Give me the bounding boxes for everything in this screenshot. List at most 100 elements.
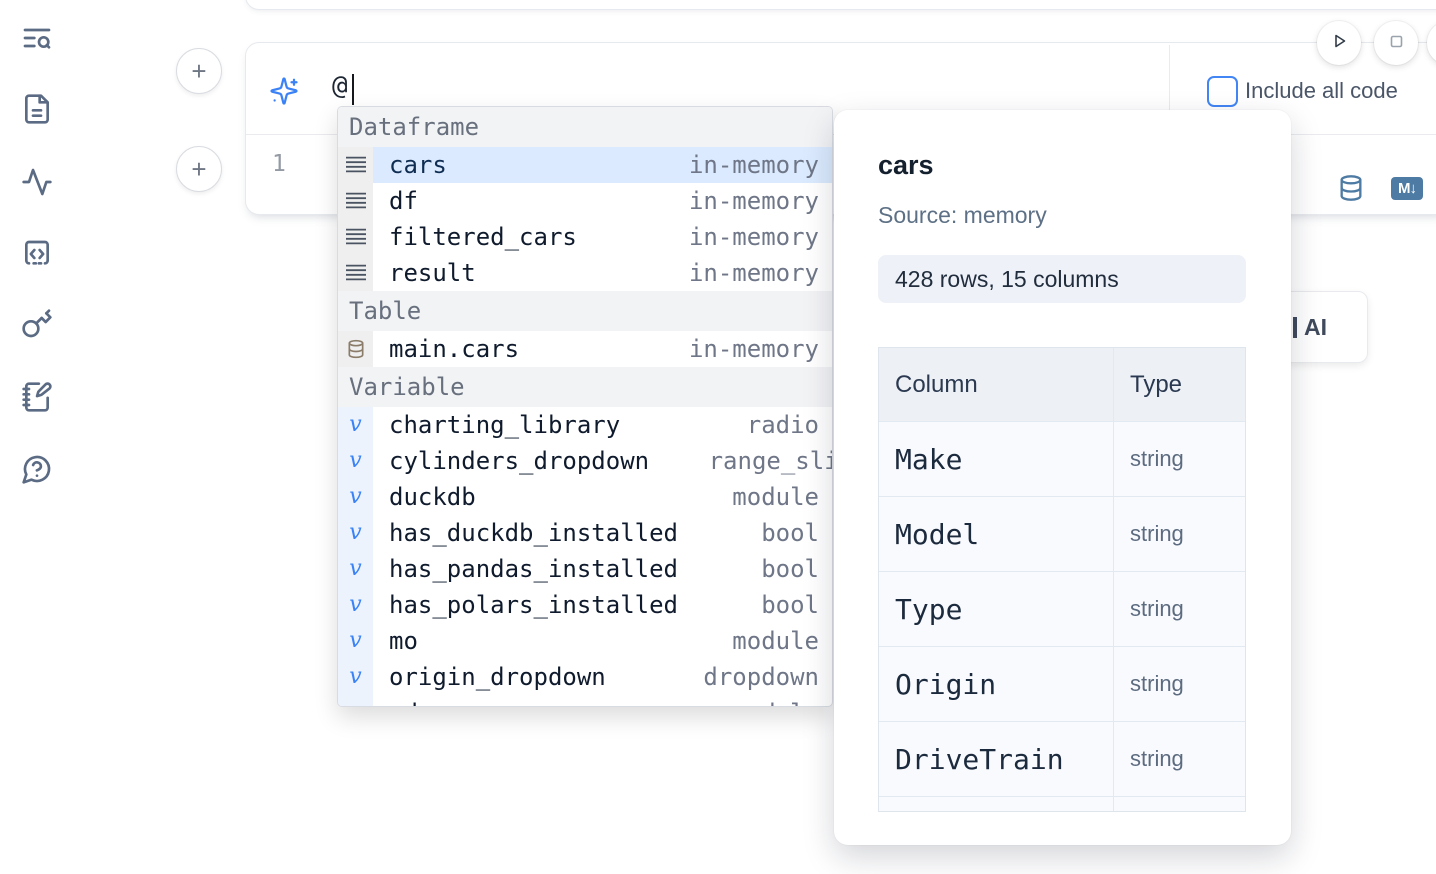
line-number: 1 xyxy=(272,151,286,177)
section-header-table: Table xyxy=(338,291,832,331)
autocomplete-item-pd[interactable]: v pdmodule xyxy=(338,695,832,706)
preview-shape-badge: 428 rows, 15 columns xyxy=(878,255,1246,303)
help-chat-icon xyxy=(21,453,53,490)
sidebar xyxy=(0,0,72,874)
type-header: Type xyxy=(1113,348,1245,421)
run-cell-button[interactable] xyxy=(1317,21,1361,65)
clipped-letter-fragment xyxy=(1293,317,1297,338)
preview-source: Source: memory xyxy=(878,202,1047,228)
sidebar-item-activity[interactable] xyxy=(18,165,56,203)
item-type: bool xyxy=(761,555,819,583)
autocomplete-item-result[interactable]: result in-memory xyxy=(338,255,832,291)
autocomplete-dropdown: Dataframe cars in-memory df in-memory filt… xyxy=(337,106,833,707)
item-name: charting_library xyxy=(389,411,621,439)
item-type: in-memory xyxy=(688,151,819,179)
autocomplete-item-has-pandas-installed[interactable]: v has_pandas_installed bool xyxy=(338,551,832,587)
add-cell-button-top[interactable]: + xyxy=(176,48,222,94)
variable-icon: v xyxy=(338,587,373,623)
item-name: pd xyxy=(389,699,418,706)
item-name: df xyxy=(389,187,418,215)
dataframe-icon xyxy=(338,147,373,183)
autocomplete-item-charting-library[interactable]: v charting_library radio xyxy=(338,407,832,443)
sidebar-item-search[interactable] xyxy=(18,21,56,59)
dataframe-icon xyxy=(338,183,373,219)
item-type: dropdown xyxy=(703,663,819,691)
autocomplete-item-has-duckdb-installed[interactable]: v has_duckdb_installed bool xyxy=(338,515,832,551)
item-type: module xyxy=(732,483,819,511)
dataframe-preview-popup: cars Source: memory 428 rows, 15 columns… xyxy=(834,110,1291,845)
code-snippets-icon xyxy=(21,238,53,275)
item-name: duckdb xyxy=(389,483,476,511)
variable-icon: v xyxy=(338,407,373,443)
schema-row-drivetrain: DriveTrain string xyxy=(879,721,1245,796)
stop-cell-button[interactable] xyxy=(1374,21,1418,65)
autocomplete-item-df[interactable]: df in-memory xyxy=(338,183,832,219)
schema-row-type: Type string xyxy=(879,571,1245,646)
variable-icon: v xyxy=(338,659,373,695)
preview-title: cars xyxy=(878,150,934,180)
ai-prompt-input[interactable]: @ xyxy=(332,71,348,101)
include-all-code-checkbox[interactable] xyxy=(1207,76,1238,107)
prompt-options-divider xyxy=(1169,45,1170,133)
stop-icon xyxy=(1384,29,1408,58)
item-type: in-memory xyxy=(688,223,819,251)
schema-row-make: Make string xyxy=(879,421,1245,496)
variable-icon: v xyxy=(338,515,373,551)
item-name: origin_dropdown xyxy=(389,663,606,691)
variable-icon: v xyxy=(338,695,373,706)
partial-hidden-button[interactable] xyxy=(1427,21,1436,65)
item-type: in-memory xyxy=(688,187,819,215)
variable-icon: v xyxy=(338,551,373,587)
variable-icon: v xyxy=(338,623,373,659)
item-type: in-memory xyxy=(688,259,819,287)
database-icon xyxy=(1337,175,1365,208)
item-name: has_polars_installed xyxy=(389,591,678,619)
notebook-edit-icon xyxy=(21,381,53,418)
item-name: cars xyxy=(389,151,447,179)
autocomplete-item-mo[interactable]: v mo module xyxy=(338,623,832,659)
list-search-icon xyxy=(21,22,53,59)
variable-icon: v xyxy=(338,443,373,479)
item-name: mo xyxy=(389,627,418,655)
activity-icon xyxy=(21,166,53,203)
sidebar-item-help[interactable] xyxy=(18,452,56,490)
sidebar-item-secrets[interactable] xyxy=(18,307,56,345)
item-name: has_duckdb_installed xyxy=(389,519,678,547)
schema-row-model: Model string xyxy=(879,496,1245,571)
dataframe-icon xyxy=(338,255,373,291)
dataframe-icon xyxy=(338,219,373,255)
datasource-button[interactable] xyxy=(1337,172,1365,204)
autocomplete-item-duckdb[interactable]: v duckdb module xyxy=(338,479,832,515)
section-header-dataframe: Dataframe xyxy=(338,107,832,147)
markdown-convert-button[interactable]: M↓ xyxy=(1391,177,1423,200)
item-name: has_pandas_installed xyxy=(389,555,678,583)
section-header-variable: Variable xyxy=(338,367,832,407)
autocomplete-item-origin-dropdown[interactable]: v origin_dropdown dropdown xyxy=(338,659,832,695)
autocomplete-item-has-polars-installed[interactable]: v has_polars_installed bool xyxy=(338,587,832,623)
column-header: Column xyxy=(895,370,978,398)
sidebar-item-files[interactable] xyxy=(18,92,56,130)
item-name: result xyxy=(389,259,476,287)
preview-schema-table: Column Type Make string Model string Typ… xyxy=(878,347,1246,812)
item-type: range_slider xyxy=(708,447,832,475)
schema-header-row: Column Type xyxy=(879,348,1245,421)
key-icon xyxy=(21,308,53,345)
autocomplete-item-cars[interactable]: cars in-memory xyxy=(338,147,832,183)
sidebar-item-scratchpad[interactable] xyxy=(18,380,56,418)
schema-row-origin: Origin string xyxy=(879,646,1245,721)
item-type: bool xyxy=(761,519,819,547)
file-document-icon xyxy=(21,93,53,130)
item-type: module xyxy=(732,627,819,655)
add-cell-button-bottom[interactable]: + xyxy=(176,146,222,192)
play-icon xyxy=(1327,29,1351,58)
previous-cell-edge xyxy=(245,0,1436,10)
variable-icon: v xyxy=(338,479,373,515)
item-type: bool xyxy=(761,591,819,619)
sidebar-item-snippets[interactable] xyxy=(18,237,56,275)
text-cursor xyxy=(352,74,354,105)
item-type: radio xyxy=(746,411,819,439)
